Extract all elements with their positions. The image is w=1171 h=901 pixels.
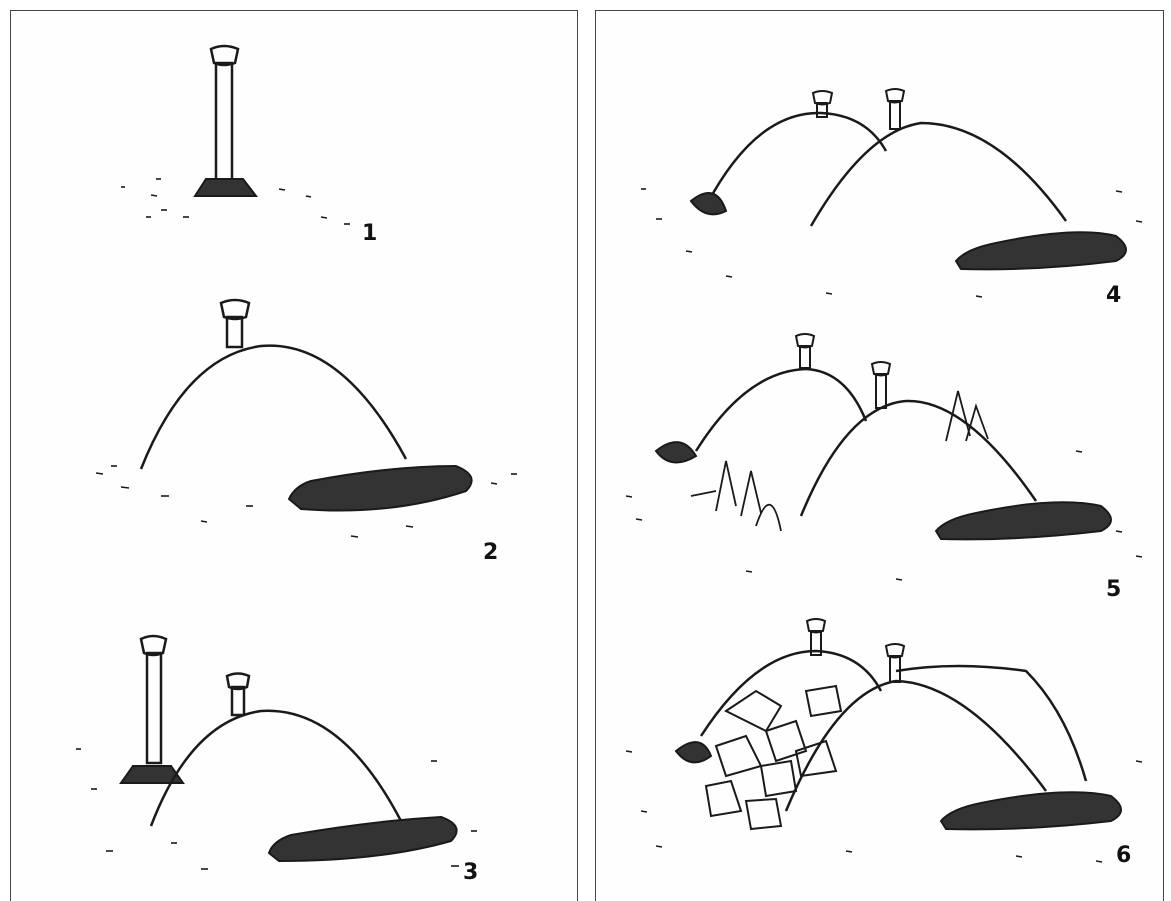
fire-icon	[691, 391, 988, 531]
step-1-label: 1	[362, 221, 377, 246]
step-4-illustration: 4	[596, 71, 1163, 311]
earth-mound-icon	[141, 346, 472, 511]
step-4-drawing	[596, 71, 1165, 311]
step-1-drawing	[11, 11, 579, 271]
step-2-label: 2	[483, 540, 498, 565]
step-5-drawing	[596, 331, 1165, 611]
step-6-label: 6	[1116, 843, 1131, 868]
step-6-drawing	[596, 611, 1165, 891]
stone-facing-icon	[706, 686, 841, 829]
stone-pole-icon	[195, 46, 256, 196]
stone-pole-icon	[221, 300, 249, 347]
step-5-illustration: 5	[596, 331, 1163, 611]
earth-mound-icon	[691, 113, 1126, 269]
step-5-label: 5	[1106, 577, 1121, 602]
stone-pole-icon-2	[227, 674, 249, 716]
step-2-illustration: 2	[11, 291, 577, 581]
step-3-illustration: 3	[11, 621, 577, 891]
earth-mound-icon	[151, 711, 457, 861]
earth-mound-icon	[656, 369, 1111, 539]
step-4-label: 4	[1106, 283, 1121, 308]
earth-mound-icon	[676, 651, 1121, 829]
step-2-drawing	[11, 291, 579, 581]
step-6-illustration: 6	[596, 611, 1163, 891]
left-panel: 1 2	[10, 10, 578, 901]
step-3-label: 3	[463, 860, 478, 885]
stone-pole-icon	[121, 636, 183, 783]
stone-pole-icon	[796, 334, 890, 408]
right-panel: 4	[595, 10, 1164, 901]
step-3-drawing	[11, 621, 579, 891]
step-1-illustration: 1	[11, 11, 577, 271]
